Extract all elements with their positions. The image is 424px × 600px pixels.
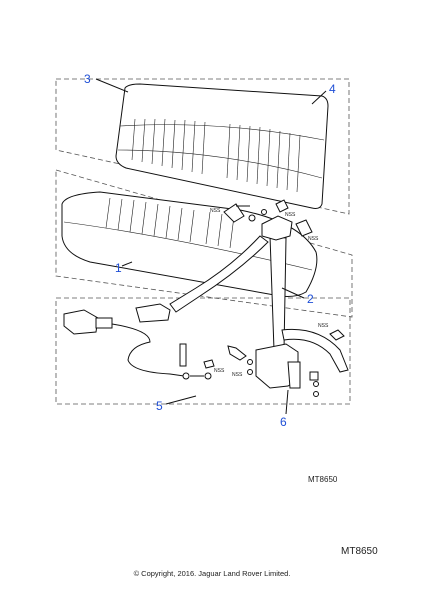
callout-2: 2 (307, 292, 314, 306)
callout-1: 1 (115, 261, 122, 275)
leader-line-2 (281, 287, 305, 299)
leader-line-5 (165, 395, 197, 405)
callout-3: 3 (84, 72, 91, 86)
seat-back (115, 83, 329, 209)
buckle-assembly (63, 303, 215, 380)
lower-anchor (227, 329, 345, 397)
nss-label: NSS (232, 372, 243, 378)
diagram-reference-small: MT8650 (308, 475, 338, 484)
leader-line-6 (285, 389, 289, 415)
seat-back-group-outline (55, 78, 350, 215)
nss-label: NSS (210, 208, 221, 214)
diagram-reference: MT8650 (341, 546, 378, 557)
callout-5: 5 (156, 399, 163, 413)
leader-line-4 (311, 90, 327, 105)
seat-cushion-pleats (105, 197, 235, 249)
nss-label: NSS (285, 212, 296, 218)
nss-label: NSS (308, 236, 319, 242)
nss-label: NSS (214, 368, 225, 374)
callout-4: 4 (329, 82, 336, 96)
upper-anchor-bracket (223, 199, 313, 241)
buckle-group-outline (55, 297, 351, 405)
leader-line-3 (95, 78, 129, 93)
seat-belt (169, 235, 349, 373)
seat-cushion-group-outline (55, 169, 353, 318)
nss-label: NSS (318, 323, 329, 329)
callout-6: 6 (280, 415, 287, 429)
copyright-notice: © Copyright, 2016. Jaguar Land Rover Lim… (133, 569, 291, 578)
leader-line-1 (121, 261, 133, 267)
seat-back-pleats (131, 118, 301, 193)
